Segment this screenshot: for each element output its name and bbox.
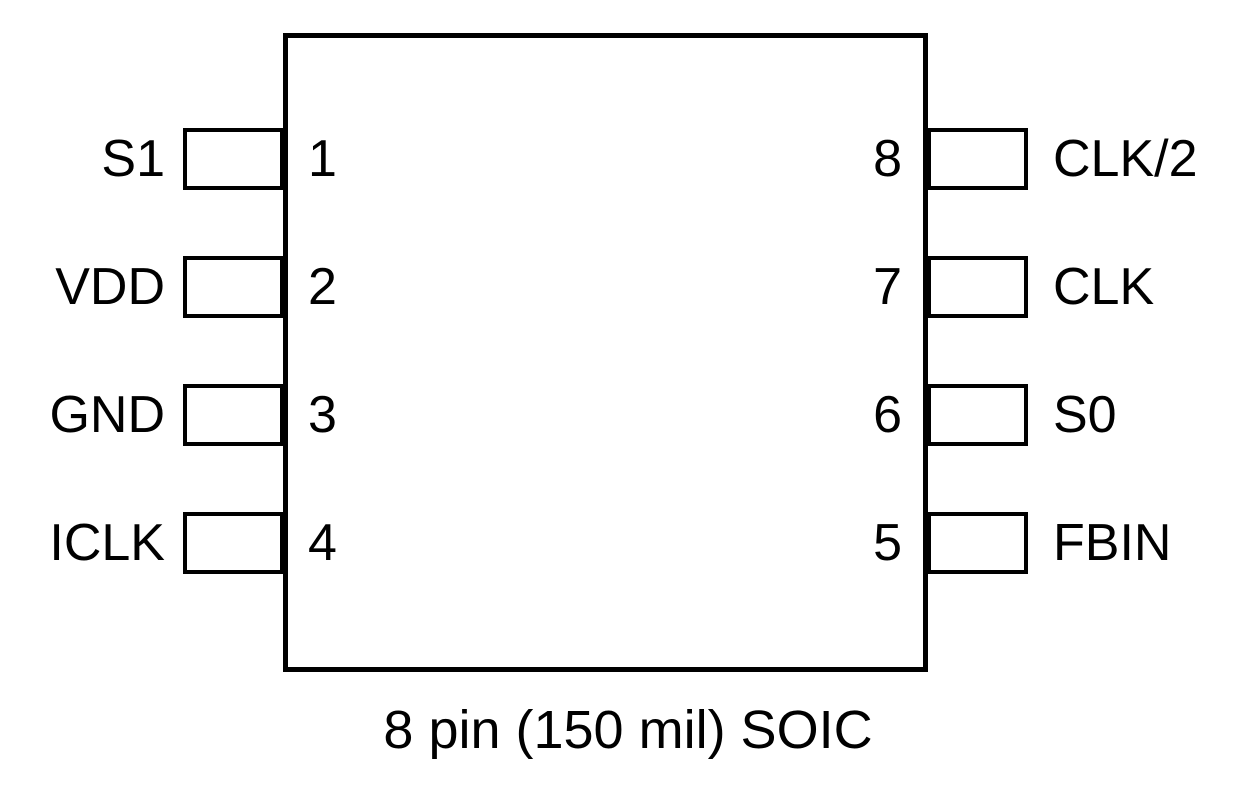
pin-label-7: CLK (1053, 258, 1155, 316)
pin-number-3: 3 (308, 386, 337, 444)
pin-label-8: CLK/2 (1053, 130, 1198, 188)
ic-body-outline (283, 33, 928, 672)
pin-number-8: 8 (873, 130, 902, 188)
pin-pad-7 (927, 256, 1028, 318)
package-caption: 8 pin (150 mil) SOIC (383, 700, 873, 760)
pin-label-2: VDD (55, 258, 165, 316)
pin-label-1: S1 (101, 130, 165, 188)
pin-label-4: ICLK (49, 514, 165, 572)
pin-number-2: 2 (308, 258, 337, 316)
pin-number-5: 5 (873, 514, 902, 572)
pin-pad-5 (927, 512, 1028, 574)
pin-number-1: 1 (308, 130, 337, 188)
pin-label-3: GND (49, 386, 165, 444)
pin-pad-3 (183, 384, 284, 446)
pin-label-6: S0 (1053, 386, 1117, 444)
pin-label-5: FBIN (1053, 514, 1172, 572)
pin-pad-2 (183, 256, 284, 318)
pin-pad-6 (927, 384, 1028, 446)
pin-pad-8 (927, 128, 1028, 190)
pin-number-6: 6 (873, 386, 902, 444)
pin-number-4: 4 (308, 514, 337, 572)
pin-pad-1 (183, 128, 284, 190)
pin-pad-4 (183, 512, 284, 574)
pin-number-7: 7 (873, 258, 902, 316)
